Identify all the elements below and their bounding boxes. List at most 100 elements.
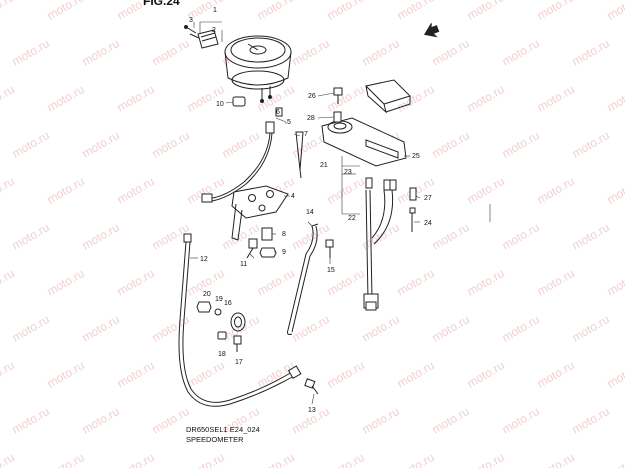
watermark-text: moto.ru (150, 128, 192, 160)
watermark-text: moto.ru (325, 450, 367, 468)
callout-21: 21 (320, 162, 328, 169)
watermark-text: moto.ru (10, 404, 52, 436)
housing-screw (409, 207, 416, 232)
watermark-text: moto.ru (45, 0, 87, 23)
watermark-text: moto.ru (500, 128, 542, 160)
watermark-text: moto.ru (570, 36, 612, 68)
watermark-text: moto.ru (465, 0, 507, 23)
watermark-text: moto.ru (465, 266, 507, 298)
watermark-text: moto.ru (605, 0, 625, 23)
watermark-text: moto.ru (535, 0, 577, 23)
cable-grommet (275, 107, 283, 117)
callout-10: 10 (216, 101, 224, 108)
watermark-text: moto.ru (150, 36, 192, 68)
watermark-text: moto.ru (465, 174, 507, 206)
watermark-text: moto.ru (395, 0, 437, 23)
watermark-text: moto.ru (500, 220, 542, 252)
callout-9: 9 (282, 249, 286, 256)
callout-8: 8 (282, 231, 286, 238)
callout-22: 22 (348, 215, 356, 222)
diagram-title: SPEEDOMETER (186, 435, 244, 444)
watermark-text: moto.ru (570, 128, 612, 160)
watermark-text: moto.ru (0, 0, 17, 23)
watermark-text: moto.ru (570, 220, 612, 252)
watermark-text: moto.ru (255, 0, 297, 23)
watermark-text: moto.ru (220, 128, 262, 160)
bulb-socket (409, 187, 417, 201)
watermark-text: moto.ru (605, 82, 625, 114)
trip-meter-cover (364, 79, 411, 114)
housing-bolt (333, 87, 343, 104)
watermark-text: moto.ru (570, 312, 612, 344)
watermark-text: moto.ru (395, 450, 437, 468)
watermark-text: moto.ru (255, 266, 297, 298)
watermark-text: moto.ru (150, 312, 192, 344)
watermark-text: moto.ru (115, 82, 157, 114)
watermark-text: moto.ru (80, 404, 122, 436)
callout-24: 24 (424, 220, 432, 227)
watermark-text: moto.ru (430, 220, 472, 252)
speedometer-bulb-socket (189, 29, 219, 49)
watermark-text: moto.ru (185, 82, 227, 114)
watermark-text: moto.ru (605, 358, 625, 390)
cable-clamp-bolt (304, 378, 319, 395)
watermark-text: moto.ru (325, 358, 367, 390)
watermark-text: moto.ru (395, 358, 437, 390)
speedometer-assembly (224, 35, 292, 103)
watermark-text: moto.ru (0, 266, 17, 298)
watermark-text: moto.ru (115, 450, 157, 468)
callout-leaders (190, 21, 421, 405)
watermark-text: moto.ru (45, 82, 87, 114)
callout-23: 23 (344, 169, 352, 176)
meter-bracket (231, 185, 289, 241)
cable-clamp-ring (230, 312, 246, 332)
watermark-text: moto.ru (80, 220, 122, 252)
callout-14: 14 (306, 209, 314, 216)
speedometer-cable-upper (201, 121, 275, 203)
clamp-collar (214, 308, 222, 316)
watermark-text: moto.ru (430, 128, 472, 160)
watermark-text: moto.ru (10, 128, 52, 160)
clamp-nut (196, 301, 212, 313)
watermark-text: moto.ru (535, 266, 577, 298)
watermark-text: moto.ru (255, 450, 297, 468)
watermark-text: moto.ru (360, 312, 402, 344)
callout-25: 25 (412, 153, 420, 160)
watermark-text: moto.ru (325, 0, 367, 23)
watermark-text: moto.ru (10, 36, 52, 68)
housing-spacer (333, 111, 342, 123)
callout-numbers: 1 2 3 10 6 5 7 4 8 9 11 12 14 15 13 20 1… (189, 7, 432, 414)
speedometer-cable (178, 233, 302, 407)
callout-13: 13 (308, 407, 316, 414)
watermark-text: moto.ru (115, 266, 157, 298)
clamp-washer (217, 331, 227, 340)
callout-28: 28 (307, 115, 315, 122)
watermark-text: moto.ru (0, 82, 17, 114)
watermark-text: moto.ru (0, 358, 17, 390)
watermark-text: moto.ru (360, 404, 402, 436)
watermark-text: moto.ru (605, 174, 625, 206)
watermark-text: moto.ru (45, 450, 87, 468)
watermark-text: moto.ru (500, 404, 542, 436)
watermark-text: moto.ru (500, 36, 542, 68)
meter-wire-screw (184, 25, 197, 34)
callout-18: 18 (218, 351, 226, 358)
callout-16: 16 (224, 300, 232, 307)
odometer-housing (321, 117, 407, 167)
watermark-text: moto.ru (535, 358, 577, 390)
watermark-text: moto.ru (80, 36, 122, 68)
watermark-text: moto.ru (80, 128, 122, 160)
watermark-text: moto.ru (605, 450, 625, 468)
callout-4: 4 (291, 193, 295, 200)
watermark-text: moto.ru (500, 312, 542, 344)
callout-7: 7 (304, 131, 308, 138)
watermark-text: moto.ru (360, 36, 402, 68)
bracket-spacer (261, 227, 273, 241)
callout-26: 26 (308, 93, 316, 100)
watermark-text: moto.ru (535, 450, 577, 468)
cable-clamp (295, 131, 304, 179)
guide-bolt (325, 239, 334, 258)
model-code: DR650SEL1 E24_024 (186, 425, 260, 434)
watermark-text: moto.ru (45, 174, 87, 206)
